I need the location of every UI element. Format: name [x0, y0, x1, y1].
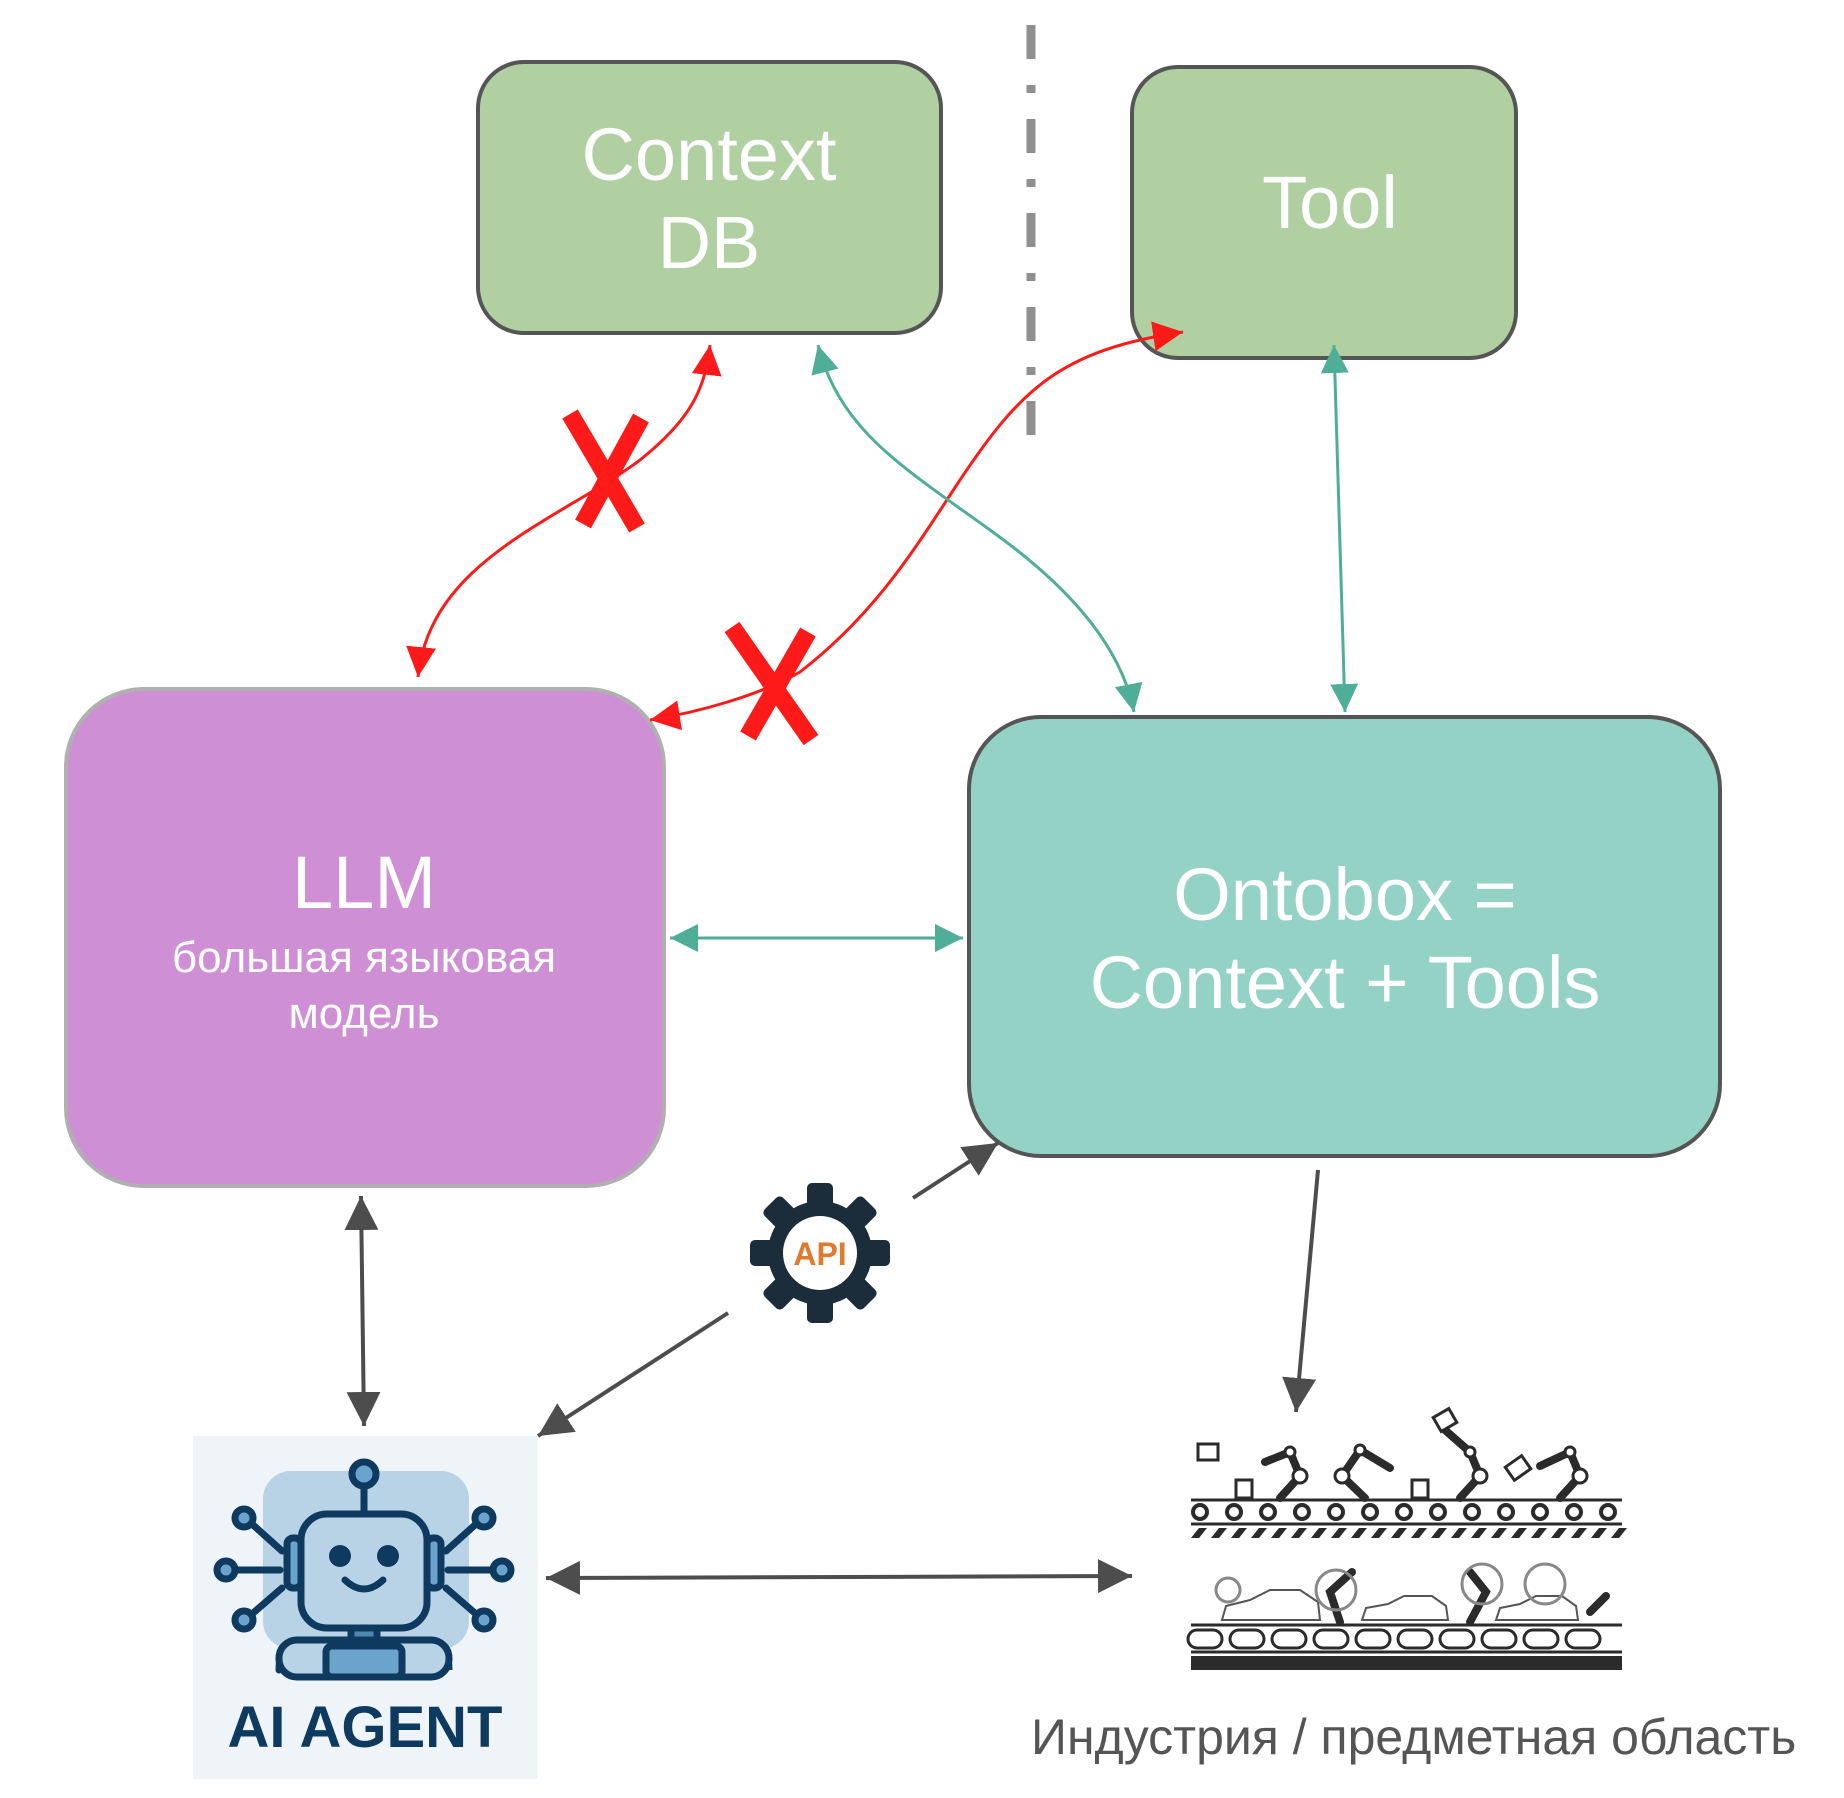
conveyor-roller: [1354, 1628, 1392, 1650]
conveyor-roller: [1497, 1503, 1515, 1521]
conveyor-stripe: [1591, 1528, 1607, 1538]
ai-agent-label: AI AGENT: [228, 1695, 503, 1760]
tool-node[interactable]: Tool: [1130, 65, 1518, 360]
conveyor-roller: [1564, 1628, 1602, 1650]
conveyor-stripe: [1371, 1528, 1387, 1538]
edge-llm-aiagent: [344, 1195, 381, 1427]
conveyor-stripe: [1231, 1528, 1247, 1538]
conveyor-stripe: [1251, 1528, 1267, 1538]
conveyor-stripe: [1331, 1528, 1347, 1538]
conveyor-roller: [1599, 1503, 1617, 1521]
conveyor-stripe: [1211, 1528, 1227, 1538]
edge-llm-contextdb-blocked: [406, 344, 722, 678]
conveyor-stripe: [1311, 1528, 1327, 1538]
conveyor-stripe: [1451, 1528, 1467, 1538]
conveyor-roller: [1191, 1503, 1209, 1521]
conveyor-stripe: [1291, 1528, 1307, 1538]
llm-title: LLM: [292, 841, 436, 924]
conveyor-stripe: [1611, 1528, 1627, 1538]
conveyor-roller: [1225, 1503, 1243, 1521]
blocked-x-icon-contextdb: [562, 409, 649, 533]
conveyor-stripe: [1471, 1528, 1487, 1538]
conveyor-roller: [1395, 1503, 1413, 1521]
llm-subtitle-line1: большая языковая: [172, 933, 556, 982]
conveyor-roller: [1438, 1628, 1476, 1650]
llm-box: [64, 687, 666, 1188]
conveyor-roller: [1312, 1628, 1350, 1650]
conveyor-stripe: [1431, 1528, 1447, 1538]
industry-caption: Индустрия / предметная область: [1031, 1709, 1796, 1765]
conveyor-roller: [1293, 1503, 1311, 1521]
context-db-node[interactable]: Context DB: [476, 60, 943, 335]
conveyor-roller: [1480, 1628, 1518, 1650]
assembly-line-cars-icon: [1186, 1562, 1622, 1670]
conveyor-roller: [1270, 1628, 1308, 1650]
context-db-label-line2: DB: [658, 201, 761, 284]
conveyor-roller: [1396, 1628, 1434, 1650]
ontobox-label-line2: Context + Tools: [1090, 941, 1601, 1024]
conveyor-roller: [1463, 1503, 1481, 1521]
context-db-box: [476, 60, 943, 335]
conveyor-stripe: [1351, 1528, 1367, 1538]
context-db-label-line1: Context: [581, 113, 836, 196]
api-gear-icon: API: [750, 1183, 890, 1323]
conveyor-roller: [1522, 1628, 1560, 1650]
ontobox-label-line1: Ontobox =: [1173, 853, 1517, 936]
edge-aiagent-industry: [545, 1559, 1133, 1595]
conveyor-stripe: [1571, 1528, 1587, 1538]
api-label: API: [793, 1236, 846, 1272]
ontobox-box: [967, 715, 1722, 1158]
ai-agent-node[interactable]: AI AGENT: [193, 1436, 538, 1779]
edge-api-aiagent: [536, 1311, 730, 1438]
llm-node[interactable]: LLM большая языковая модель: [64, 687, 666, 1188]
conveyor-stripe: [1191, 1528, 1207, 1538]
conveyor-stripe: [1491, 1528, 1507, 1538]
conveyor-stripe: [1391, 1528, 1407, 1538]
robot-icon: [213, 1458, 515, 1681]
ontobox-node[interactable]: Ontobox = Context + Tools: [967, 715, 1722, 1158]
edge-ontobox-industry: [1282, 1169, 1320, 1413]
conveyor-roller: [1186, 1628, 1224, 1650]
conveyor-roller: [1565, 1503, 1583, 1521]
conveyor-roller: [1228, 1628, 1266, 1650]
assembly-line-robots-icon: [1191, 1406, 1627, 1538]
conveyor-roller: [1531, 1503, 1549, 1521]
conveyor-stripe: [1531, 1528, 1547, 1538]
conveyor-roller: [1259, 1503, 1277, 1521]
blocked-x-icon-tool: [724, 621, 819, 746]
edge-llm-tool-blocked: [649, 321, 1184, 731]
edge-ontobox-tool: [1320, 344, 1359, 713]
conveyor-roller: [1327, 1503, 1345, 1521]
conveyor-stripe: [1271, 1528, 1287, 1538]
tool-label: Tool: [1262, 161, 1398, 244]
conveyor-stripe: [1511, 1528, 1527, 1538]
conveyor-stripe: [1551, 1528, 1567, 1538]
industry-illustration: [1186, 1406, 1627, 1670]
conveyor-roller: [1361, 1503, 1379, 1521]
conveyor-roller: [1429, 1503, 1447, 1521]
edge-api-ontobox: [911, 1141, 1000, 1200]
edge-ontobox-contextdb: [811, 344, 1143, 713]
conveyor-stripe: [1411, 1528, 1427, 1538]
llm-subtitle-line2: модель: [288, 989, 439, 1038]
